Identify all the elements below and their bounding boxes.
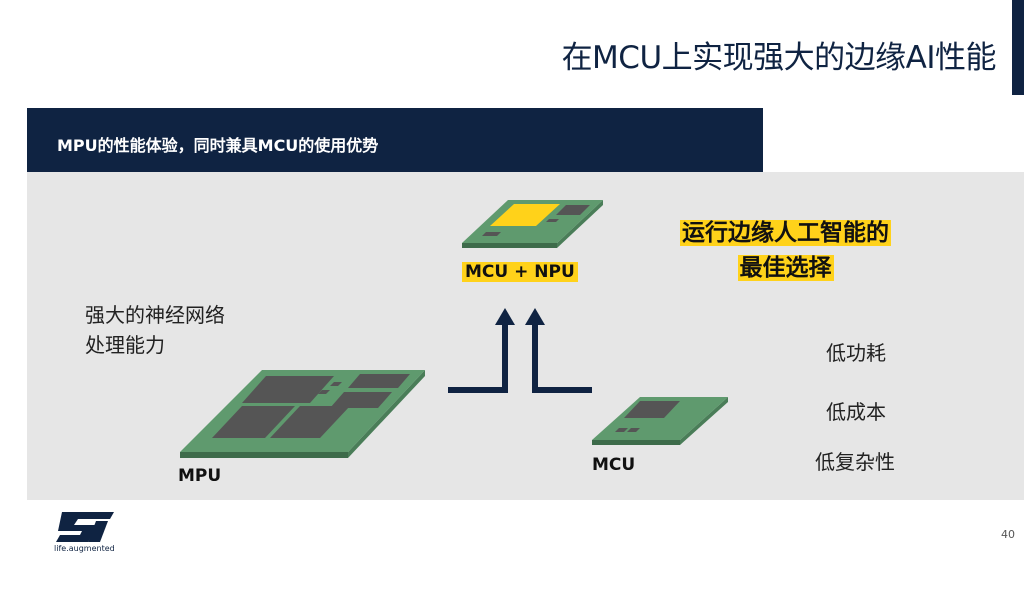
callout-line: 最佳选择 xyxy=(737,255,834,281)
mcu-npu-chip-icon xyxy=(462,200,603,248)
banner: MPU的性能体验，同时兼具MCU的使用优势 xyxy=(27,108,763,172)
st-logo-icon xyxy=(56,512,114,542)
best-choice-callout: 运行边缘人工智能的 最佳选择 xyxy=(680,216,891,286)
accent-bar xyxy=(1012,0,1024,95)
mcu-npu-label: MCU + NPU xyxy=(462,262,578,282)
mpu-chip-icon xyxy=(180,370,425,458)
page-number: 40 xyxy=(1001,528,1015,541)
mcu-label: MCU xyxy=(592,455,636,475)
text-line: 强大的神经网络 xyxy=(85,303,225,327)
mcu-chip-icon xyxy=(592,397,728,445)
mpu-label: MPU xyxy=(178,466,222,486)
text-line: 处理能力 xyxy=(85,333,165,357)
nn-capability-text: 强大的神经网络 处理能力 xyxy=(85,300,225,360)
callout-line: 运行边缘人工智能的 xyxy=(680,220,891,246)
upgrade-arrows-icon xyxy=(448,308,592,393)
benefit-low-complexity: 低复杂性 xyxy=(815,450,895,474)
logo-tagline: life.augmented xyxy=(54,544,115,553)
banner-text: MPU的性能体验，同时兼具MCU的使用优势 xyxy=(57,136,379,155)
benefit-low-power: 低功耗 xyxy=(826,341,886,365)
benefit-low-cost: 低成本 xyxy=(826,400,886,424)
slide-title: 在MCU上实现强大的边缘AI性能 xyxy=(561,40,997,76)
